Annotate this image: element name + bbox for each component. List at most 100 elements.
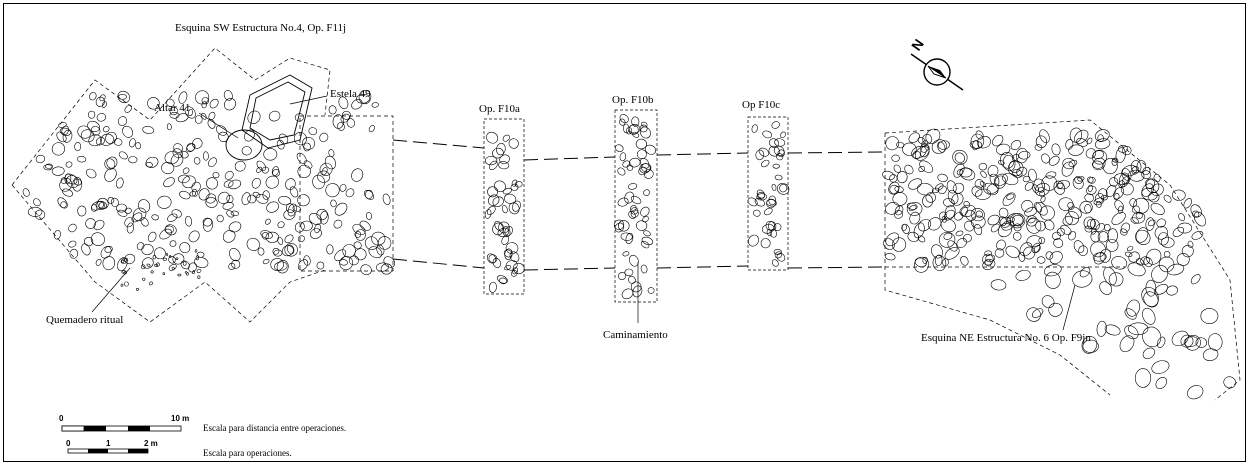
stone xyxy=(186,272,189,276)
stone xyxy=(1119,335,1135,353)
stone xyxy=(631,116,640,127)
stone xyxy=(1082,339,1099,353)
stone xyxy=(365,212,373,220)
stone xyxy=(363,189,375,200)
stone xyxy=(1083,216,1096,230)
stone xyxy=(1105,239,1119,252)
stone xyxy=(1108,272,1124,287)
stone xyxy=(641,236,654,245)
stone xyxy=(1001,220,1015,231)
stone xyxy=(1142,347,1156,359)
stone xyxy=(191,189,198,197)
stone xyxy=(1068,206,1082,219)
stone xyxy=(303,142,311,152)
stone xyxy=(175,113,189,123)
stone xyxy=(328,149,335,157)
stone xyxy=(984,250,992,256)
stone xyxy=(1178,213,1186,222)
stone xyxy=(326,244,334,255)
stone xyxy=(510,183,519,191)
stone xyxy=(956,238,967,248)
stone xyxy=(780,131,786,138)
stone xyxy=(96,113,107,122)
stone xyxy=(105,131,117,144)
stone xyxy=(1151,360,1170,374)
stone xyxy=(748,234,759,247)
stone xyxy=(1061,161,1074,177)
stone xyxy=(117,257,128,272)
stone xyxy=(1130,217,1139,224)
stone xyxy=(228,179,242,190)
stone xyxy=(1081,336,1098,354)
stone xyxy=(1141,183,1154,197)
stone xyxy=(1150,183,1164,197)
stone xyxy=(1103,224,1111,232)
stone xyxy=(1065,139,1074,150)
stone xyxy=(97,197,109,210)
stone xyxy=(303,255,311,266)
stone xyxy=(1111,157,1119,163)
stone xyxy=(934,254,943,266)
stone xyxy=(100,246,112,259)
stone xyxy=(959,167,973,178)
stone xyxy=(205,197,218,208)
stone xyxy=(1002,173,1019,186)
stone xyxy=(188,230,200,243)
stone xyxy=(132,207,147,222)
stone xyxy=(511,179,518,187)
stone xyxy=(1163,251,1171,258)
stone xyxy=(312,174,325,190)
label-op-f10b: Op. F10b xyxy=(612,94,654,106)
stone xyxy=(348,255,360,266)
stone xyxy=(998,207,1009,219)
stone xyxy=(499,277,508,285)
stone xyxy=(332,114,344,129)
stone xyxy=(69,248,79,259)
stone xyxy=(58,122,67,128)
stone xyxy=(251,177,261,189)
stone xyxy=(1171,330,1189,347)
stone xyxy=(1039,190,1046,198)
stone xyxy=(274,261,288,271)
stone xyxy=(632,285,643,298)
stone xyxy=(207,119,216,129)
stone xyxy=(147,231,157,243)
stone xyxy=(1010,139,1022,151)
stone xyxy=(1115,147,1126,163)
stone xyxy=(975,210,983,218)
stone xyxy=(512,200,521,212)
stone xyxy=(508,138,519,149)
stone xyxy=(922,256,928,264)
stone xyxy=(1092,149,1108,165)
stone xyxy=(1121,168,1132,181)
stone xyxy=(938,185,947,195)
stone xyxy=(319,210,329,225)
stone xyxy=(303,160,313,169)
stone xyxy=(1002,192,1016,206)
stone xyxy=(1033,244,1041,254)
stone xyxy=(641,163,652,173)
stone xyxy=(1085,148,1097,159)
stone xyxy=(53,229,61,240)
stone xyxy=(1060,224,1072,236)
stone xyxy=(216,214,224,223)
stone xyxy=(339,256,354,271)
stone xyxy=(754,198,765,207)
stone xyxy=(33,198,41,207)
stone xyxy=(1113,193,1120,201)
stone xyxy=(351,168,364,182)
stone xyxy=(77,125,92,139)
stone xyxy=(217,191,230,204)
stone xyxy=(166,123,172,131)
stone xyxy=(643,169,654,179)
stone xyxy=(896,141,905,149)
stone xyxy=(128,156,138,164)
stone xyxy=(215,125,228,136)
stone xyxy=(202,151,209,161)
east-structure-outline xyxy=(884,119,1241,401)
stone xyxy=(1094,192,1104,204)
stone xyxy=(89,92,97,101)
stone xyxy=(1177,222,1193,234)
stone xyxy=(1192,210,1200,218)
stone xyxy=(179,190,191,200)
